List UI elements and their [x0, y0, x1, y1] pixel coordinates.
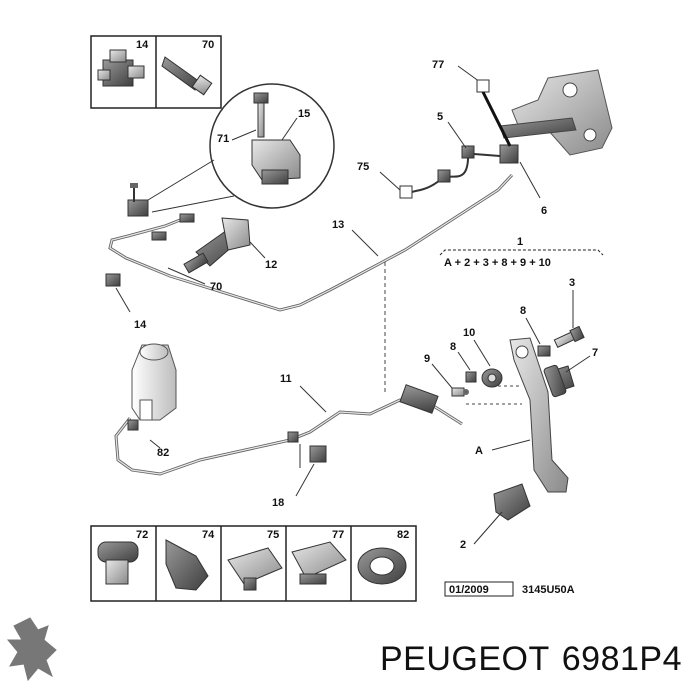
panel-label-77: 77: [332, 529, 344, 541]
brand-caption: PEUGEOT 6981P4: [380, 640, 694, 679]
kit-formula: 1 A + 2 + 3 + 8 + 9 + 10: [439, 236, 604, 269]
clip-75-part-icon: [227, 547, 283, 591]
clip-77-part-icon: [291, 541, 347, 585]
pin-9: [451, 387, 469, 397]
pin-70-part-icon: [161, 56, 213, 96]
bracket-bolt: [127, 183, 149, 217]
fluid-reservoir: [131, 343, 177, 421]
hydraulic-line-13: [108, 173, 514, 312]
callout-70-mid: 70: [210, 281, 222, 293]
callout-8-right: 8: [520, 305, 526, 317]
callout-6: 6: [541, 205, 547, 217]
reference-code: 3145U50A: [522, 584, 575, 596]
callout-82-mid: 82: [157, 447, 169, 459]
clutch-pedal: [509, 337, 575, 493]
panel-label-82: 82: [397, 529, 409, 541]
panel-label-74: 74: [202, 529, 215, 541]
callout-18: 18: [272, 497, 284, 509]
kit-formula-text: A + 2 + 3 + 8 + 9 + 10: [444, 257, 551, 269]
inset-box-top-left: 14 70: [90, 35, 222, 109]
detail-circle: 71 15: [147, 83, 335, 213]
clip-74-part-icon: [165, 539, 209, 591]
slave-cylinder-12: [183, 217, 251, 274]
callout-A: A: [475, 445, 483, 457]
switch-cable: [411, 145, 501, 193]
part-number: 6981P4: [561, 640, 682, 678]
callout-1: 1: [517, 236, 523, 248]
callout-11: 11: [280, 373, 292, 385]
bolt-71-part-icon: [253, 92, 269, 138]
return-spring-7: [543, 364, 567, 398]
callout-70-top: 70: [202, 39, 214, 51]
pedal-pad-2: [493, 483, 531, 521]
panel-label-75: 75: [267, 529, 279, 541]
date-code: 01/2009: [449, 584, 489, 596]
callout-7: 7: [592, 347, 598, 359]
callout-8-mid: 8: [450, 341, 456, 353]
brand-name: PEUGEOT: [380, 640, 550, 678]
clip-72-part-icon: [97, 541, 139, 585]
clip-14-part-icon: [97, 49, 145, 87]
callout-9: 9: [424, 353, 430, 365]
peugeot-lion-logo-icon: [6, 617, 57, 682]
bottom-parts-panel: 72 74 75 77 82: [90, 525, 417, 602]
callout-15: 15: [298, 108, 310, 120]
bolt-3: [553, 325, 585, 348]
callout-71: 71: [217, 133, 229, 145]
callout-14-top: 14: [136, 39, 149, 51]
bracket-15-part-icon: [251, 139, 301, 185]
callout-5: 5: [437, 111, 443, 123]
callout-14-mid: 14: [134, 319, 147, 331]
callout-75: 75: [357, 161, 369, 173]
callout-77: 77: [432, 59, 444, 71]
clamp-82-part-icon: [357, 547, 407, 585]
callout-2: 2: [460, 539, 466, 551]
hydraulic-line-11: [114, 384, 463, 476]
panel-label-72: 72: [136, 529, 148, 541]
pedal-bracket: [499, 69, 613, 164]
callout-12: 12: [265, 259, 277, 271]
callout-13: 13: [332, 219, 344, 231]
callout-10: 10: [463, 327, 475, 339]
bushing-10: [481, 368, 503, 388]
callout-3: 3: [569, 277, 575, 289]
